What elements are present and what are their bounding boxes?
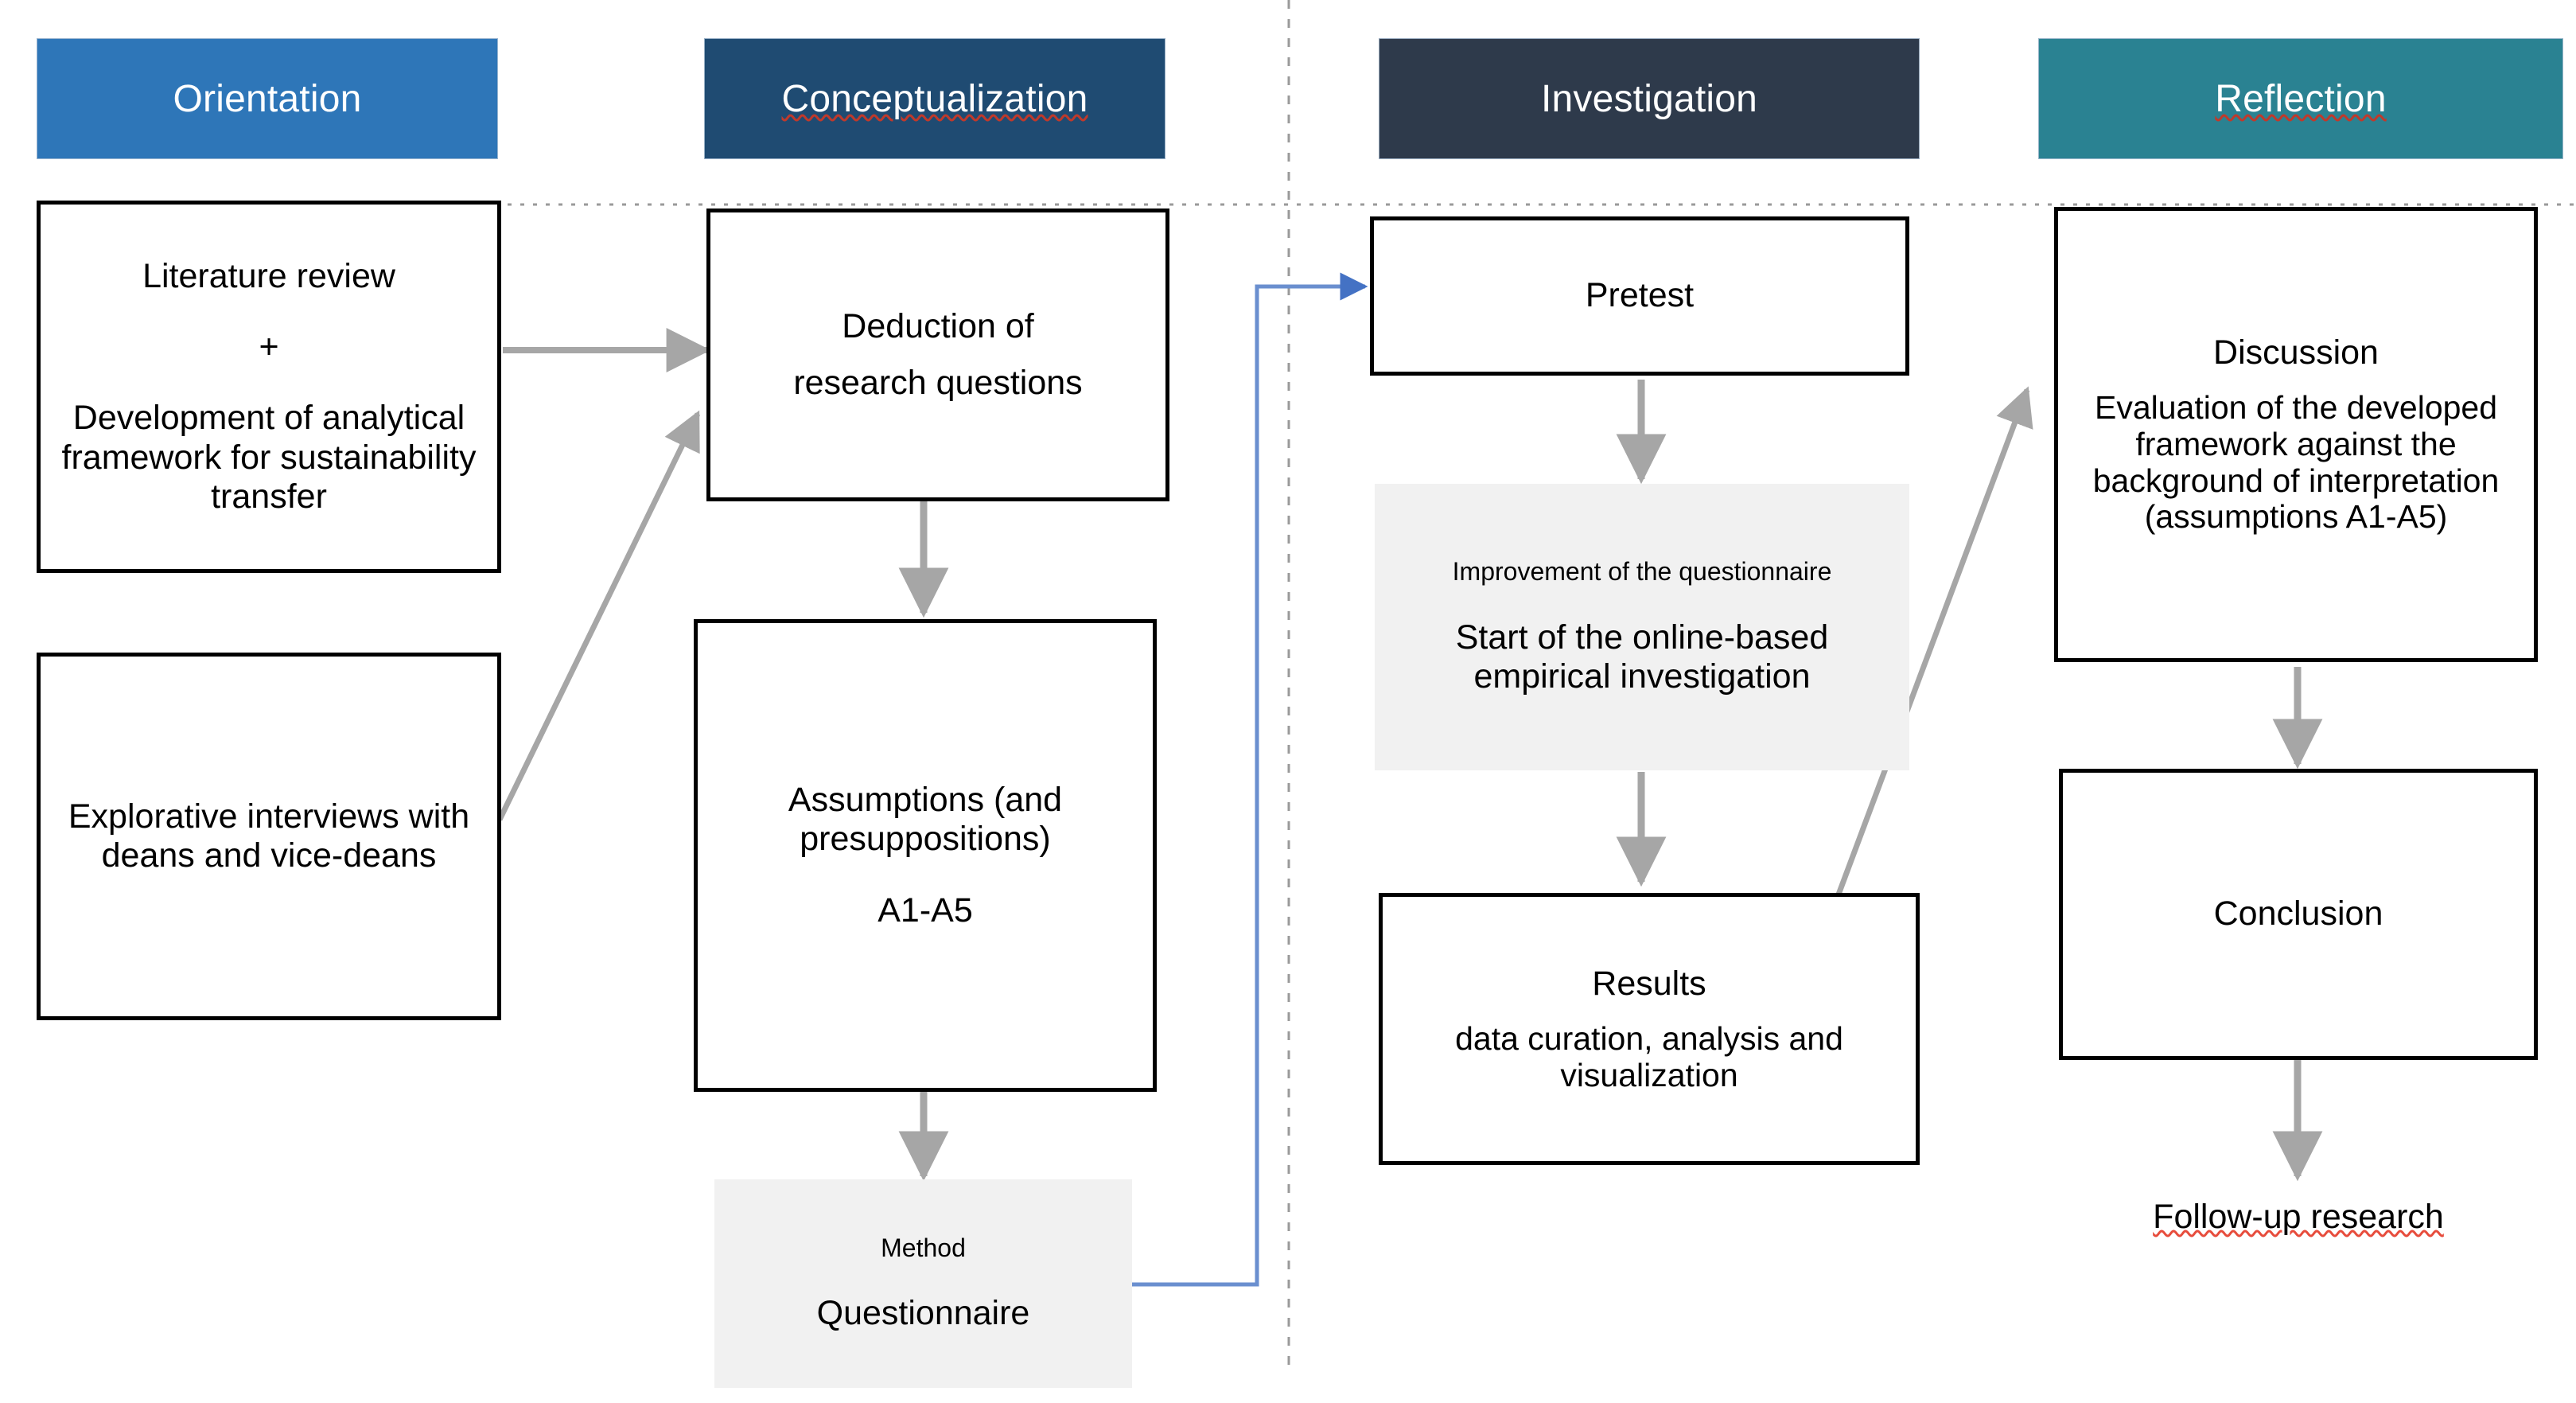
assumptions-line-2: A1-A5 (877, 891, 973, 929)
conclusion-line-1: Conclusion (2213, 894, 2383, 933)
phase-header-reflection[interactable]: Reflection (2038, 38, 2563, 159)
follow-up-research-label: Follow-up research (2153, 1198, 2444, 1237)
phase-header-conceptualization-label: Conceptualization (781, 77, 1088, 120)
node-deduction-of-research-questions[interactable]: Deduction of research questions (706, 209, 1169, 501)
assumptions-line-1: Assumptions (and presuppositions) (788, 781, 1063, 859)
node-follow-up-research[interactable]: Follow-up research (2059, 1179, 2538, 1256)
phase-header-investigation-label: Investigation (1540, 77, 1758, 120)
node-method-questionnaire[interactable]: Method Questionnaire (714, 1179, 1132, 1388)
node-results[interactable]: Results data curation, analysis and visu… (1379, 893, 1920, 1165)
phase-header-investigation[interactable]: Investigation (1379, 38, 1920, 159)
improvement-line-1: Improvement of the questionnaire (1452, 557, 1832, 587)
literature-review-line-3: Development of analytical framework for … (61, 399, 477, 516)
node-literature-review[interactable]: Literature review + Development of analy… (37, 201, 501, 573)
results-line-2: data curation, analysis and visualizatio… (1455, 1019, 1843, 1093)
literature-review-line-2: + (259, 328, 279, 367)
node-assumptions[interactable]: Assumptions (and presuppositions) A1-A5 (694, 619, 1157, 1092)
explorative-interviews-line-1: Explorative interviews with deans and vi… (68, 797, 470, 875)
connector-interviews-to-deduction (496, 410, 701, 821)
literature-review-line-1: Literature review (142, 257, 395, 296)
node-improvement-questionnaire[interactable]: Improvement of the questionnaire Start o… (1375, 484, 1909, 770)
pretest-line-1: Pretest (1585, 276, 1695, 315)
method-line-1: Method (881, 1233, 966, 1262)
improvement-line-2: Start of the online-based empirical inve… (1455, 618, 1829, 696)
phase-header-orientation[interactable]: Orientation (37, 38, 498, 159)
discussion-line-2: Evaluation of the developed framework ag… (2092, 388, 2500, 536)
phase-header-orientation-label: Orientation (173, 77, 362, 120)
node-explorative-interviews[interactable]: Explorative interviews with deans and vi… (37, 653, 501, 1020)
deduction-line-1: Deduction of (842, 306, 1034, 345)
node-pretest[interactable]: Pretest (1370, 216, 1909, 376)
deduction-line-2: research questions (793, 364, 1083, 402)
discussion-line-1: Discussion (2213, 333, 2379, 372)
node-discussion[interactable]: Discussion Evaluation of the developed f… (2054, 207, 2538, 662)
method-line-2: Questionnaire (816, 1294, 1030, 1333)
phase-header-reflection-label: Reflection (2215, 77, 2387, 120)
phase-header-conceptualization[interactable]: Conceptualization (704, 38, 1165, 159)
results-line-1: Results (1592, 964, 1706, 1003)
node-conclusion[interactable]: Conclusion (2059, 769, 2538, 1060)
